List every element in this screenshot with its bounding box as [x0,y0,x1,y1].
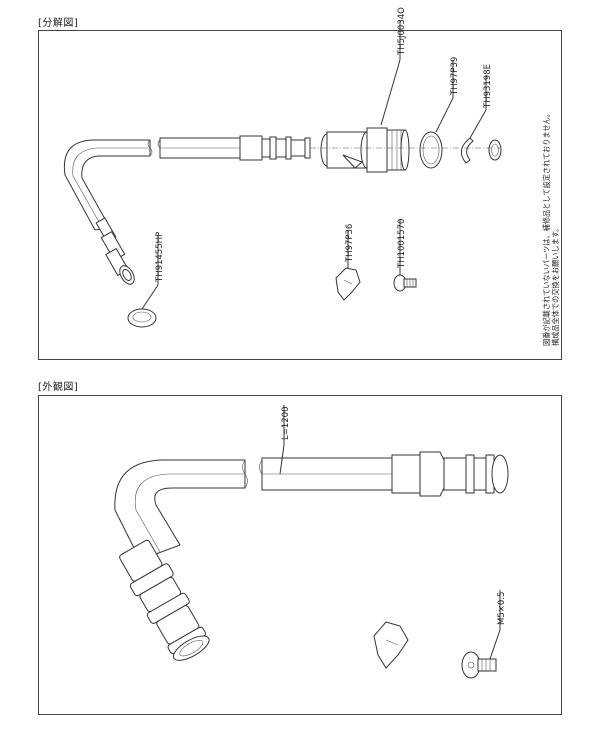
exploded-view-title: [分解図] [38,18,79,29]
external-stopper [373,621,409,669]
label-TH97P39: TH97P39 [450,57,460,96]
label-screw: M5×0.5 [497,592,507,625]
external-screw [461,651,481,679]
part-connector-body [320,127,410,173]
exploded-drawing: TH5J0034O TH97P39 TH93198E TH97P36 TH100… [63,7,560,346]
part-screw [393,274,417,292]
exploded-view-frame [38,30,562,360]
external-view-title: [外観図] [38,382,79,393]
label-TH93198E: TH93198E [483,64,493,109]
label-length: L=1200 [281,407,291,441]
hose-elbow [63,135,311,285]
part-o-ring [419,131,443,169]
part-cap [127,308,157,328]
note-line-1: 図番が記載されていないパーツは、補修品として設定されておりません。 [542,110,551,346]
label-TH5J0034O: TH5J0034O [397,7,407,56]
label-TH91455HP: TH91455HP [155,232,165,283]
part-washer [488,139,502,161]
external-drawing: L=1200 M5×0.5 [114,405,509,679]
part-c-clip [460,137,474,164]
label-TH1001570: TH1001570 [397,219,407,269]
part-stopper [335,267,361,301]
label-TH97P36: TH97P36 [345,224,355,263]
note-line-2: 構成品全体での交換をお願いします。 [551,225,560,346]
